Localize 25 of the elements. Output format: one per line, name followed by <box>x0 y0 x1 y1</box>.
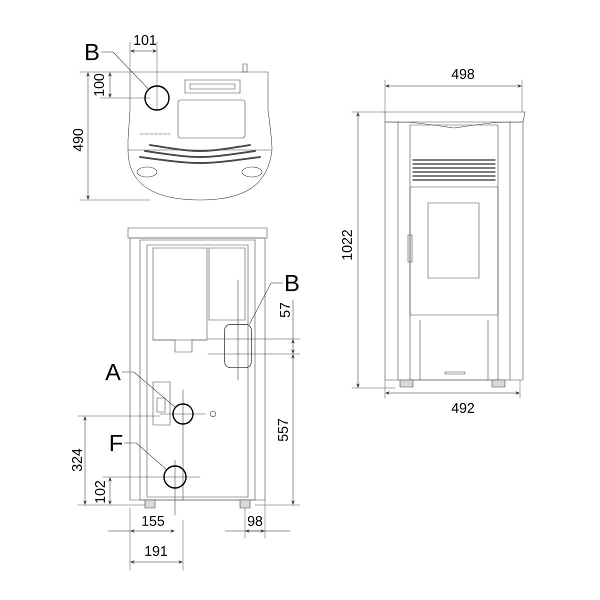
outlet-circle <box>172 403 194 425</box>
dimension-label: 492 <box>452 403 474 413</box>
dimension-label: 102 <box>95 481 105 503</box>
leader-line <box>100 52 148 90</box>
leader-line <box>249 282 284 324</box>
callout-letter: B <box>86 44 99 60</box>
dimension-label: 191 <box>145 546 168 556</box>
dimension-label: 1022 <box>342 230 352 260</box>
callout-letter: B <box>286 274 299 292</box>
leader-line <box>124 442 166 470</box>
dimension-label: 100 <box>94 74 104 96</box>
dimension-label: 98 <box>248 516 262 526</box>
dimension-label: 498 <box>452 69 474 79</box>
dimension-label: 490 <box>73 128 83 152</box>
dimension-label: 57 <box>280 302 290 318</box>
outlet-circle <box>163 465 187 489</box>
outlet-circle <box>144 85 170 111</box>
callout-letter: F <box>110 434 122 452</box>
dimension-label: 557 <box>278 419 288 442</box>
callout-letter: A <box>105 364 121 380</box>
dimension-label: 155 <box>142 516 164 526</box>
outlet-opening <box>224 324 252 368</box>
leader-line <box>122 372 176 408</box>
dimension-label: 324 <box>72 448 82 472</box>
dimension-label: 101 <box>134 35 156 45</box>
